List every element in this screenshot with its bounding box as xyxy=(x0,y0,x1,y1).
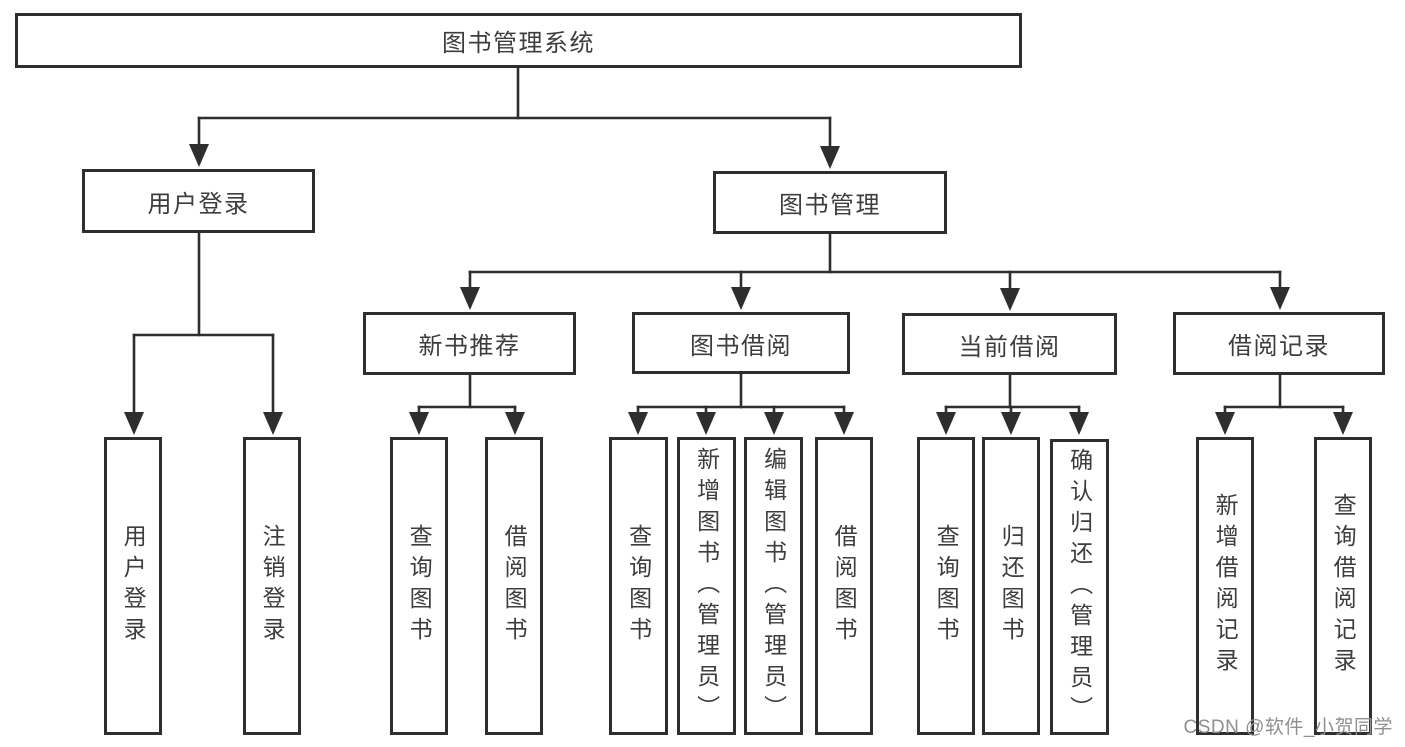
leaf-recommend-query-books: 查询图书 xyxy=(390,437,448,735)
connector-new-book-recommend-to-features xyxy=(409,373,525,435)
leaf-add-borrow-record: 新增借阅记录 xyxy=(1196,437,1254,735)
node-current-borrow-label: 当前借阅 xyxy=(958,333,1061,361)
node-current-borrow: 当前借阅 xyxy=(902,313,1117,375)
leaf-add-borrow-record-label: 新增借阅记录 xyxy=(1212,493,1239,679)
leaf-borrow-query-books: 查询图书 xyxy=(609,437,668,735)
leaf-borrow-query-books-label: 查询图书 xyxy=(625,524,652,648)
leaf-recommend-borrow-books-label: 借阅图书 xyxy=(501,524,528,648)
node-new-book-recommend-label: 新书推荐 xyxy=(418,333,521,360)
leaf-recommend-query-books-label: 查询图书 xyxy=(406,524,433,648)
leaf-recommend-borrow-books: 借阅图书 xyxy=(485,437,543,735)
leaf-borrow-books: 借阅图书 xyxy=(815,437,873,735)
connector-book-borrow-to-features xyxy=(628,372,854,435)
connector-current-borrow-to-features xyxy=(936,373,1089,435)
leaf-borrow-books-label: 借阅图书 xyxy=(831,524,858,648)
connector-user-login-to-features xyxy=(124,231,283,435)
node-book-management-module-label: 图书管理 xyxy=(779,192,881,219)
leaf-query-borrow-record-label: 查询借阅记录 xyxy=(1330,493,1357,679)
leaf-user-login-label: 用户登录 xyxy=(120,524,147,648)
node-user-login-module-label: 用户登录 xyxy=(147,190,250,218)
leaf-add-book-admin: 新增图书（管理员） xyxy=(677,437,736,735)
leaf-return-books: 归还图书 xyxy=(982,437,1040,735)
node-book-borrow-label: 图书借阅 xyxy=(690,332,792,360)
leaf-logout: 注销登录 xyxy=(243,437,301,735)
leaf-confirm-return-admin: 确认归还（管理员） xyxy=(1050,439,1109,735)
node-library-system-label: 图书管理系统 xyxy=(442,30,595,57)
node-new-book-recommend: 新书推荐 xyxy=(363,312,576,375)
leaf-edit-book-admin: 编辑图书（管理员） xyxy=(744,437,803,735)
leaf-current-query-books: 查询图书 xyxy=(917,437,975,735)
leaf-return-books-label: 归还图书 xyxy=(998,524,1025,648)
leaf-user-login: 用户登录 xyxy=(104,437,162,735)
leaf-query-borrow-record: 查询借阅记录 xyxy=(1314,437,1372,735)
leaf-add-book-admin-label: 新增图书（管理员） xyxy=(693,446,720,726)
node-library-system: 图书管理系统 xyxy=(15,13,1022,68)
node-book-borrow: 图书借阅 xyxy=(632,312,850,374)
node-borrow-record: 借阅记录 xyxy=(1173,312,1385,375)
watermark: CSDN @软件_小贺同学 xyxy=(1183,717,1393,738)
leaf-current-query-books-label: 查询图书 xyxy=(933,524,960,648)
leaf-logout-label: 注销登录 xyxy=(259,524,286,648)
connector-book-management-to-submodules xyxy=(460,232,1290,311)
node-user-login-module: 用户登录 xyxy=(82,169,315,233)
leaf-edit-book-admin-label: 编辑图书（管理员） xyxy=(760,446,787,726)
leaf-confirm-return-admin-label: 确认归还（管理员） xyxy=(1066,447,1093,727)
connector-borrow-record-to-features xyxy=(1215,373,1353,435)
node-borrow-record-label: 借阅记录 xyxy=(1228,333,1330,360)
connector-root-to-modules xyxy=(189,66,840,169)
node-book-management-module: 图书管理 xyxy=(713,171,947,234)
